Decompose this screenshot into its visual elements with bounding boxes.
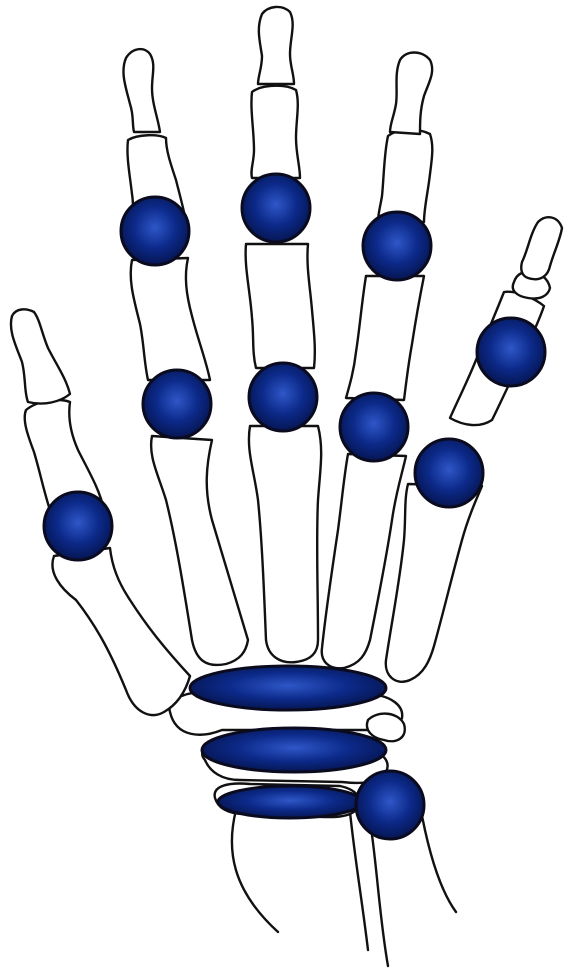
ulna-outer-edge (420, 805, 456, 912)
thumb-distal-phalanx (11, 309, 70, 403)
index-metacarpal (151, 436, 248, 665)
index-proximal-phalanx (131, 258, 210, 380)
joint-marker-middle-pip (242, 174, 310, 242)
joint-marker-ring-mcp (340, 393, 408, 461)
joint-marker-wrist-ulnar (356, 771, 424, 839)
joint-marker-little-pip (477, 318, 545, 386)
thumb-metacarpal (52, 548, 190, 715)
joint-marker-midcarpal-row (202, 728, 386, 772)
joint-marker-carpometacarpal-row (190, 666, 386, 710)
ulna-bone (372, 835, 388, 966)
middle-metacarpal (249, 426, 321, 662)
ring-distal-phalanx (390, 53, 432, 135)
joint-marker-index-pip (121, 197, 189, 265)
middle-proximal-phalanx (246, 244, 315, 368)
joint-marker-thumb-ip (44, 492, 112, 560)
radius-inner-edge (350, 812, 368, 950)
little-metacarpal (386, 484, 482, 682)
middle-finger-bones (246, 7, 322, 662)
index-distal-phalanx (123, 49, 160, 132)
joint-marker-ring-pip (363, 212, 431, 280)
forearm-bones (232, 805, 456, 966)
joint-marker-middle-mcp (249, 363, 317, 431)
radius-bone (232, 810, 278, 932)
joint-marker-index-mcp (143, 370, 211, 438)
ring-proximal-phalanx (346, 276, 424, 400)
joint-marker-radiocarpal-row (218, 786, 362, 818)
little-distal-phalanx (521, 217, 562, 279)
ring-middle-phalanx (378, 130, 432, 222)
index-finger-bones (123, 49, 248, 665)
middle-middle-phalanx (251, 86, 300, 178)
middle-distal-phalanx (258, 7, 294, 84)
joint-marker-little-mcp (415, 439, 483, 507)
